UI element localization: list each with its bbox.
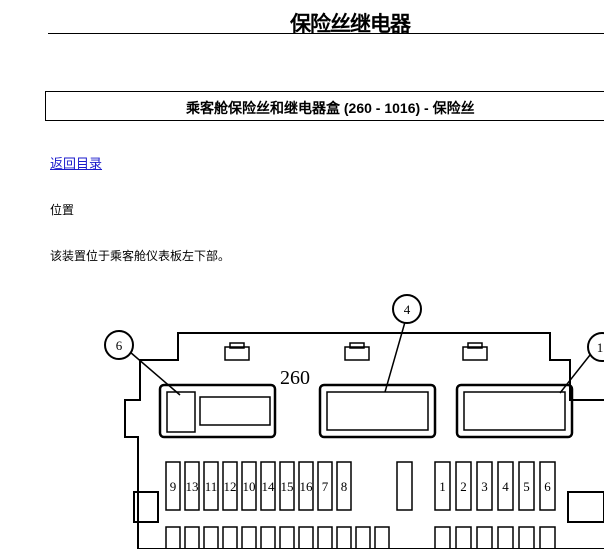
fuse-label: 11 [205,479,218,494]
back-to-contents-link[interactable]: 返回目录 [50,156,103,171]
fuse-slot [203,461,219,511]
fuse-label: 16 [300,479,314,494]
fuse-slot [455,461,472,511]
fuse-slot-empty [396,461,413,511]
fuse-slot-bottom [476,526,493,549]
fuse-slot [476,461,493,511]
connector-left [158,383,277,439]
fuse-label: 8 [341,479,348,494]
fuse-label: 9 [170,479,177,494]
fuse-slot [317,461,333,511]
fuse-label: 3 [481,479,488,494]
fuse-label: 7 [322,479,329,494]
position-label: 位置 [50,203,75,217]
fuse-label: 14 [262,479,276,494]
fuse-slot-bottom [374,526,390,549]
fuse-slot-bottom [241,526,257,549]
fuse-label: 6 [544,479,551,494]
fuse-slot [184,461,200,511]
fuse-slot-bottom [455,526,472,549]
fuse-slot-bottom [518,526,535,549]
fuse-slot-bottom [317,526,333,549]
fuse-slot-bottom [222,526,238,549]
fuse-slot-bottom [165,526,181,549]
fuse-slot-bottom [355,526,371,549]
fuse-slot [222,461,238,511]
fuse-slot [298,461,314,511]
connector-middle [318,383,437,439]
fuse-slot-bottom [279,526,295,549]
fuse-slot [518,461,535,511]
fuse-label: 5 [523,479,530,494]
location-description: 该装置位于乘客舱仪表板左下部。 [50,249,231,263]
callout-6: 6 [116,338,123,353]
title-divider [48,33,604,34]
callout-4: 4 [404,302,411,317]
fuse-label: 12 [224,479,237,494]
fuse-slot [165,461,181,511]
fuse-slot [241,461,257,511]
fuse-slot [279,461,295,511]
section-header-box: 乘客舱保险丝和继电器盒 (260 - 1016) - 保险丝 [45,91,604,121]
callout-1: 1 [597,340,604,355]
fuse-label: 4 [502,479,509,494]
fuse-slot-bottom [497,526,514,549]
fuse-label: 2 [460,479,467,494]
fuse-slot-bottom [539,526,556,549]
fuse-slot [260,461,276,511]
fuse-label: 1 [439,479,446,494]
fuse-slot [336,461,352,511]
fuse-slot [539,461,556,511]
fuse-slot-bottom [298,526,314,549]
connector-right [455,383,574,439]
section-title: 乘客舱保险丝和继电器盒 (260 - 1016) - 保险丝 [186,100,475,116]
fuse-label: 13 [186,479,199,494]
fuse-label: 10 [243,479,256,494]
page-title: 保险丝继电器 [290,13,411,36]
fuse-slot [497,461,514,511]
fuse-slot [434,461,451,511]
fuse-slot-bottom [260,526,276,549]
fuse-slot-bottom [336,526,352,549]
fuse-label: 15 [281,479,294,494]
fuse-slot-bottom [203,526,219,549]
fuse-slot-bottom [434,526,451,549]
fuse-slot-bottom [184,526,200,549]
fuse-box-number: 260 [280,367,310,389]
